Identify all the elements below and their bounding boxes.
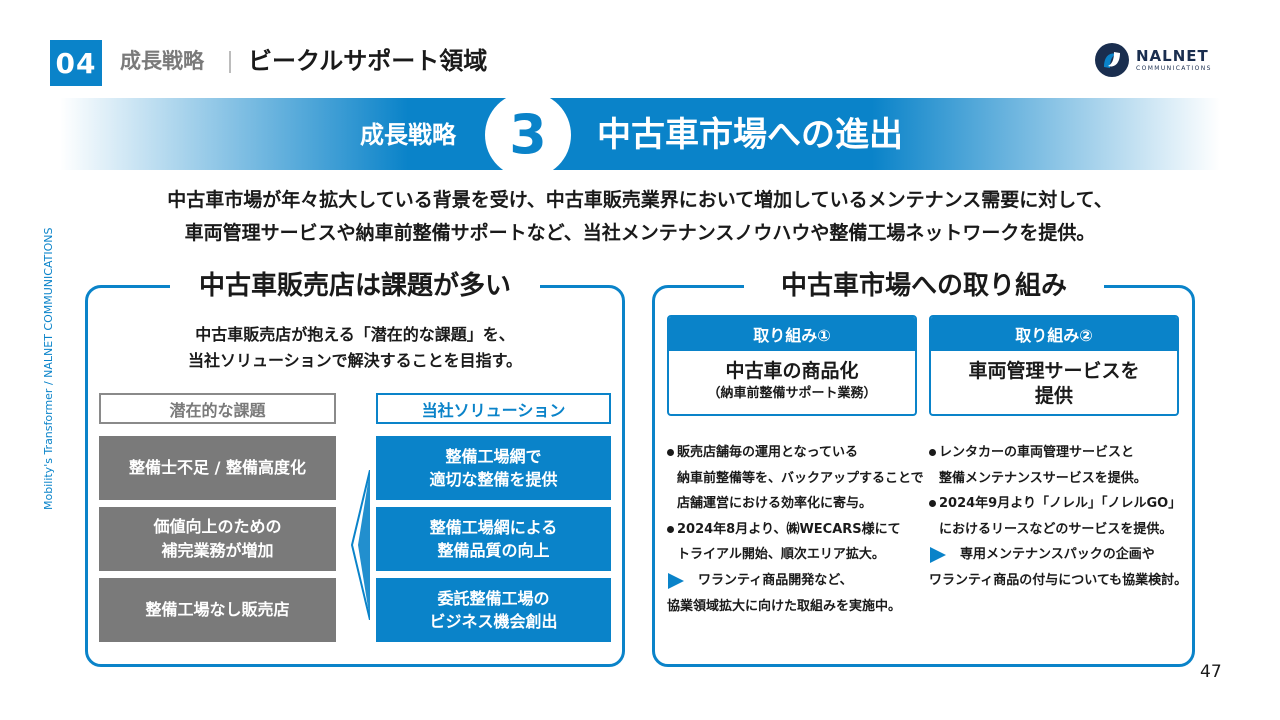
bullet-dot-icon	[667, 449, 674, 457]
initiative-title: 車両管理サービスを 提供	[931, 359, 1177, 409]
list-item: レンタカーの車両管理サービスと	[929, 440, 1187, 466]
list-item: ワランティ商品開発など、	[667, 568, 924, 594]
bullet-dot-icon	[667, 526, 674, 534]
banner-number: 3	[509, 103, 547, 166]
solution-line: 整備工場網による	[429, 518, 558, 537]
solution-line: ビジネス機会創出	[429, 612, 558, 631]
solutions-column-header: 当社ソリューション	[376, 393, 611, 424]
list-item: ワランティ商品の付与についても協業検討。	[929, 572, 1188, 588]
initiative-2-bullets: レンタカーの車両管理サービスと 整備メンテナンスサービスを提供。 2024年9月…	[929, 440, 1187, 594]
initiative-title-line: 提供	[1034, 385, 1073, 407]
play-arrow-icon	[668, 572, 684, 589]
issue-box: 整備工場なし販売店	[99, 578, 336, 642]
logo-mark-icon	[1095, 43, 1129, 77]
solution-line: 整備品質の向上	[437, 541, 550, 560]
initiative-label: 取り組み①	[669, 317, 915, 351]
play-arrow-icon	[930, 547, 946, 564]
solution-line: 適切な整備を提供	[429, 470, 558, 489]
initiative-title: 中古車の商品化	[725, 360, 859, 382]
banner-title: 中古車市場への進出	[597, 115, 903, 155]
list-item: 専用メンテナンスパックの企画や	[929, 542, 1187, 568]
section-number: 04	[50, 40, 102, 86]
initiatives-heading: 中古車市場への取り組み	[744, 266, 1104, 306]
challenges-desc-line-2: 当社ソリューションで解決することを目指す。	[187, 351, 523, 370]
initiative-card-2: 取り組み② 車両管理サービスを 提供	[929, 315, 1179, 416]
challenges-heading: 中古車販売店は課題が多い	[170, 266, 540, 306]
company-logo: NALNET COMMUNICATIONS	[1094, 42, 1244, 78]
list-item: におけるリースなどのサービスを提供。	[939, 521, 1173, 537]
solution-box: 整備工場網で 適切な整備を提供	[376, 436, 611, 500]
bullet-dot-icon	[929, 500, 936, 508]
issue-box: 整備士不足 / 整備高度化	[99, 436, 336, 500]
intro-line-1: 中古車市場が年々拡大している背景を受け、中古車販売業界において増加しているメンテ…	[167, 189, 1113, 211]
page-number: 47	[1200, 662, 1222, 682]
issue-line: 補完業務が増加	[161, 541, 274, 560]
page-title: ビークルサポート領域	[248, 47, 488, 75]
challenges-desc-line-1: 中古車販売店が抱える「潜在的な課題」を、	[195, 325, 515, 344]
intro-line-2: 車両管理サービスや納車前整備サポートなど、当社メンテナンスノウハウや整備工場ネッ…	[184, 222, 1096, 244]
list-item: 店舗運営における効率化に寄与。	[677, 496, 873, 512]
initiative-subtitle: （納車前整備サポート業務）	[707, 386, 877, 401]
bullet-dot-icon	[929, 449, 936, 457]
list-item: トライアル開始、順次エリア拡大。	[677, 547, 885, 563]
logo-name: NALNET	[1136, 46, 1209, 65]
solution-box: 整備工場網による 整備品質の向上	[376, 507, 611, 571]
solution-line: 委託整備工場の	[437, 589, 550, 608]
list-item: 2024年8月より、㈱WECARS様にて	[667, 517, 924, 543]
side-tagline: Mobility's Transformer / NALNET COMMUNIC…	[42, 227, 55, 510]
solution-arrow-icon	[350, 470, 370, 620]
solution-box: 委託整備工場の ビジネス機会創出	[376, 578, 611, 642]
initiative-label: 取り組み②	[931, 317, 1177, 351]
issue-box: 価値向上のための 補完業務が増加	[99, 507, 336, 571]
list-item: 協業領域拡大に向けた取組みを実施中。	[667, 598, 902, 614]
section-category: 成長戦略	[120, 49, 204, 73]
issues-column-header: 潜在的な課題	[99, 393, 336, 424]
strategy-banner	[60, 98, 1220, 170]
list-item: 2024年9月より「ノレル」「ノレルGO」	[929, 491, 1187, 517]
header-divider	[229, 51, 231, 73]
list-item: 整備メンテナンスサービスを提供。	[939, 470, 1147, 486]
initiative-1-bullets: 販売店舗毎の運用となっている 納車前整備等を、バックアップすることで 店舗運営に…	[667, 440, 924, 619]
solution-line: 整備工場網で	[445, 447, 542, 466]
initiative-card-1: 取り組み① 中古車の商品化 （納車前整備サポート業務）	[667, 315, 917, 416]
banner-number-badge: 3	[485, 92, 571, 178]
list-item: 販売店舗毎の運用となっている	[667, 440, 924, 466]
banner-label: 成長戦略	[360, 121, 456, 149]
issue-line: 整備工場なし販売店	[145, 600, 290, 619]
initiative-title-line: 車両管理サービスを	[968, 360, 1140, 382]
list-item: 納車前整備等を、バックアップすることで	[677, 470, 924, 486]
logo-subtitle: COMMUNICATIONS	[1136, 64, 1212, 72]
issue-line: 整備士不足 / 整備高度化	[129, 458, 306, 477]
issue-line: 価値向上のための	[153, 517, 282, 536]
